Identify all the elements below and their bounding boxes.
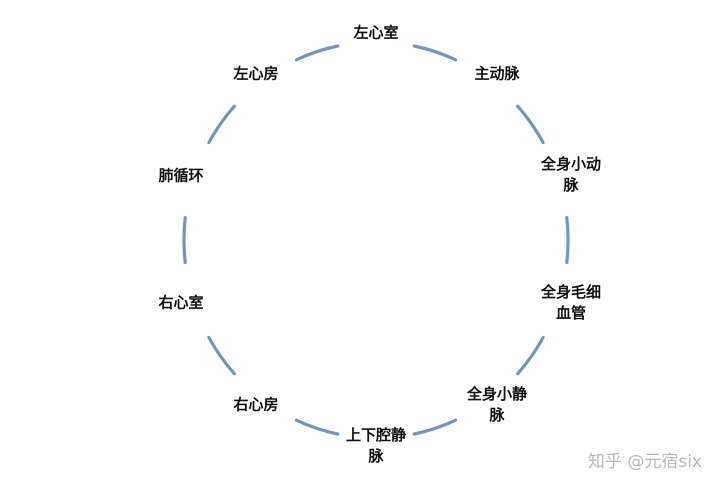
- cycle-arc-1: [412, 44, 458, 62]
- node-left-atrium: 左心房: [233, 64, 278, 85]
- node-vena-cava-line-1: 上下腔静: [345, 426, 407, 444]
- node-systemic-arterioles-line-1: 全身小动: [540, 155, 602, 173]
- node-systemic-capillaries: 全身毛细 血管: [541, 282, 601, 324]
- node-aorta-line-1: 主动脉: [474, 64, 520, 83]
- node-left-ventricle: 左心室: [353, 23, 398, 44]
- node-systemic-venules-line-1: 全身小静: [466, 385, 528, 403]
- node-vena-cava: 上下腔静 脉: [346, 425, 406, 467]
- node-systemic-capillaries-line-1: 全身毛细: [540, 283, 602, 301]
- node-systemic-venules-line-2: 脉: [489, 406, 505, 424]
- cycle-arc-5: [412, 418, 458, 436]
- node-systemic-capillaries-line-2: 血管: [555, 304, 587, 322]
- cycle-arc-10: [294, 44, 340, 62]
- node-pulmonary-circulation: 肺循环: [158, 166, 203, 187]
- node-aorta: 主动脉: [474, 64, 519, 85]
- node-systemic-venules: 全身小静 脉: [467, 384, 527, 426]
- node-right-ventricle: 右心室: [158, 293, 203, 314]
- cycle-arc-4: [516, 335, 545, 376]
- node-systemic-arterioles-line-2: 脉: [563, 176, 579, 194]
- node-right-ventricle-line-1: 右心室: [158, 293, 204, 312]
- cycle-arc-8: [182, 216, 187, 264]
- node-right-atrium: 右心房: [233, 395, 278, 416]
- node-right-atrium-line-1: 右心房: [233, 395, 279, 414]
- node-left-ventricle-line-1: 左心室: [353, 23, 399, 42]
- node-pulmonary-circulation-line-1: 肺循环: [158, 166, 204, 185]
- cycle-arc-6: [294, 418, 340, 436]
- cycle-arc-9: [207, 104, 236, 145]
- node-systemic-arterioles: 全身小动 脉: [541, 154, 601, 196]
- cycle-arc-3: [565, 216, 570, 264]
- cycle-arc-7: [207, 335, 236, 376]
- cycle-arc-2: [516, 104, 545, 145]
- node-vena-cava-line-2: 脉: [368, 447, 384, 465]
- node-left-atrium-line-1: 左心房: [233, 64, 279, 83]
- watermark: 知乎 @元宿six: [587, 452, 702, 472]
